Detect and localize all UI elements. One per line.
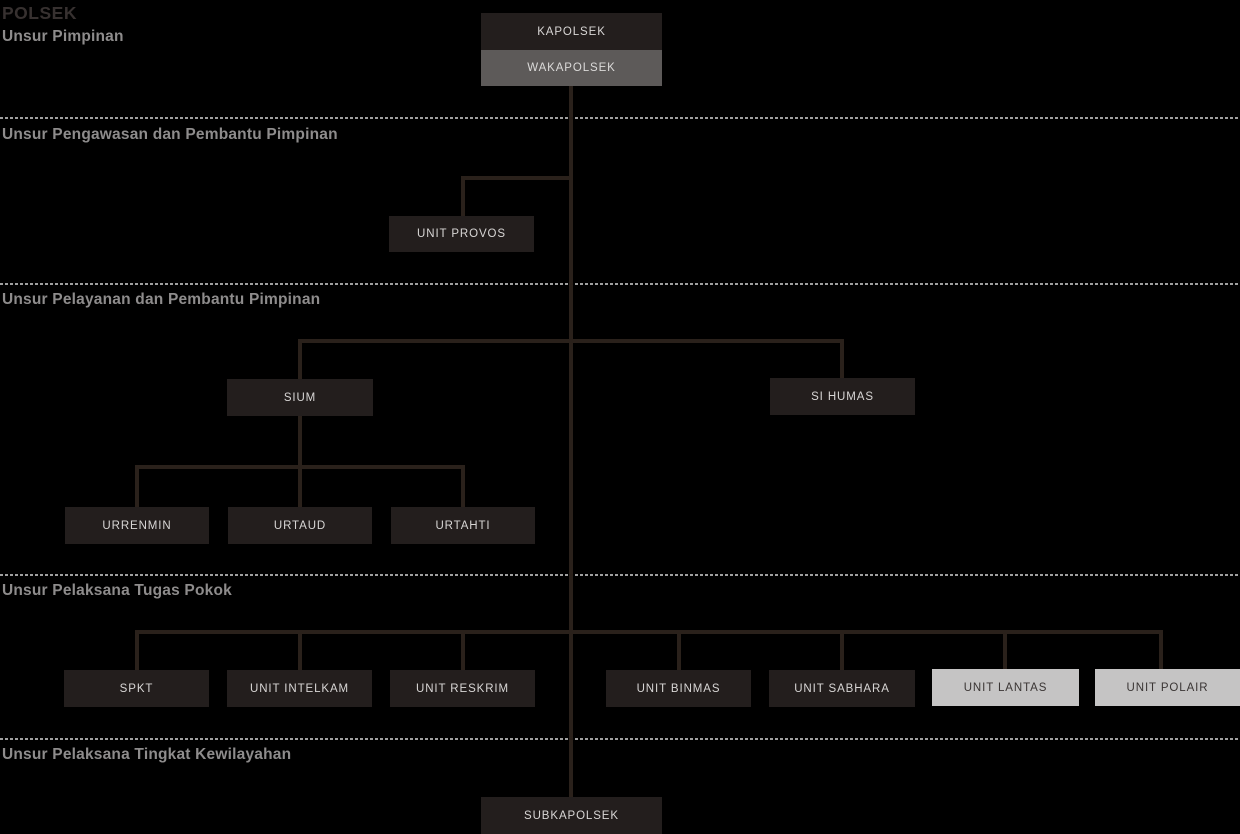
org-node-unit-binmas: UNIT BINMAS [606, 670, 751, 707]
connector-sium-to-children [298, 415, 302, 469]
section-divider-4 [0, 738, 1240, 740]
connector-trunk [569, 86, 573, 797]
section-divider-2 [0, 283, 1240, 285]
org-node-urtaud: URTAUD [228, 507, 372, 544]
connector-spkt-drop [135, 630, 139, 672]
org-node-kapolsek: KAPOLSEK [481, 13, 662, 50]
connector-humas-drop [840, 339, 844, 380]
connector-urrenmin-drop [135, 465, 139, 509]
org-node-unit-reskrim: UNIT RESKRIM [390, 670, 535, 707]
org-node-unit-sabhara: UNIT SABHARA [769, 670, 915, 707]
section-label-kewilayahan: Unsur Pelaksana Tingkat Kewilayahan [2, 746, 292, 763]
connector-lantas-drop [1003, 630, 1007, 671]
section-label-pelaksana-tugas-pokok: Unsur Pelaksana Tugas Pokok [2, 582, 232, 599]
connector-intelkam-drop [298, 630, 302, 672]
connector-urtaud-drop [298, 465, 302, 509]
section-label-pelayanan: Unsur Pelayanan dan Pembantu Pimpinan [2, 291, 321, 308]
org-node-spkt: SPKT [64, 670, 209, 707]
org-node-unit-polair: UNIT POLAIR [1095, 669, 1240, 706]
org-node-si-humas: SI HUMAS [770, 378, 915, 415]
org-node-unit-provos: UNIT PROVOS [389, 216, 534, 252]
org-node-sium: SIUM [227, 379, 373, 416]
connector-sium-humas-horizontal [298, 339, 844, 343]
connector-reskrim-drop [461, 630, 465, 672]
section-divider-3 [0, 574, 1240, 576]
connector-provos-horizontal [461, 176, 573, 180]
org-node-subkapolsek: SUBKAPOLSEK [481, 797, 662, 834]
section-label-pimpinan: Unsur Pimpinan [2, 28, 124, 45]
section-label-pengawasan: Unsur Pengawasan dan Pembantu Pimpinan [2, 126, 338, 143]
org-node-urrenmin: URRENMIN [65, 507, 209, 544]
org-node-unit-intelkam: UNIT INTELKAM [227, 670, 372, 707]
connector-polair-drop [1159, 630, 1163, 671]
org-node-wakapolsek: WAKAPOLSEK [481, 50, 662, 86]
connector-binmas-drop [677, 630, 681, 672]
org-node-unit-lantas: UNIT LANTAS [932, 669, 1079, 706]
connector-unit-row-horizontal [135, 630, 1163, 634]
connector-provos-drop [461, 176, 465, 218]
page-title: POLSEK [2, 3, 77, 23]
section-divider-1 [0, 117, 1240, 119]
connector-sabhara-drop [840, 630, 844, 672]
connector-urtahti-drop [461, 465, 465, 509]
connector-sium-drop [298, 339, 302, 381]
org-node-urtahti: URTAHTI [391, 507, 535, 544]
